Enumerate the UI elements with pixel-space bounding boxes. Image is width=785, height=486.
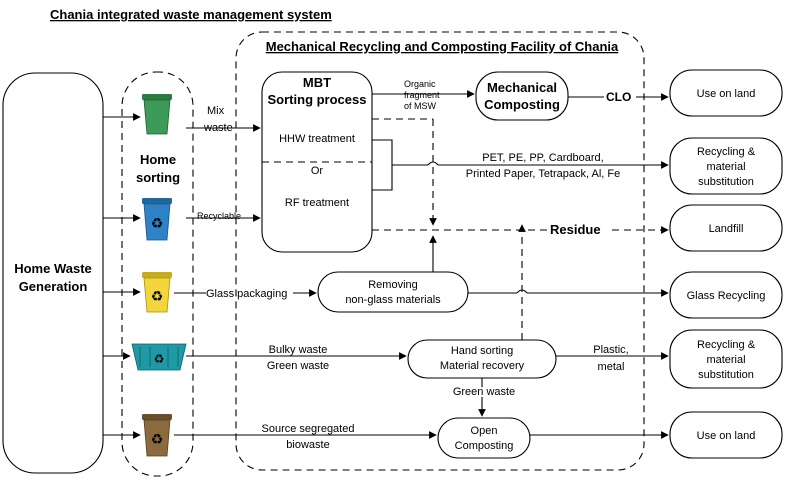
facility-boundary [235,31,645,471]
svg-text:♻: ♻ [154,352,165,366]
mix-waste-label-line1: Mix [207,105,225,117]
glass-recycling-label: Glass Recycling [687,290,766,302]
home-waste-generation-box [2,72,104,474]
mechanical-composting-box [475,71,569,121]
use-on-land-label-1: Use on land [697,88,756,100]
use-on-land-box-1 [669,69,783,117]
recycling-box-1 [669,137,783,195]
recycling-box-2 [669,329,783,389]
removing-non-glass-line2: non-glass materials [345,294,441,306]
teal-skip-container-icon: ♻ [131,343,187,371]
mbt-title-line1: MBT [303,75,331,90]
recycling-1-line1: Recycling & [697,146,756,158]
residue-label: Residue [550,222,601,237]
mechanical-composting-line2: Composting [484,97,560,112]
mbt-title-line2: Sorting process [268,92,367,107]
removing-non-glass-line1: Removing [368,279,418,291]
recycling-1-line2: material [706,161,745,173]
recyclable-label: Recyclable [197,211,241,221]
use-on-land-label-2: Use on land [697,430,756,442]
use-on-land-box-2 [669,411,783,459]
recycling-2-line2: material [706,354,745,366]
landfill-label: Landfill [709,223,744,235]
home-sorting-label-line2: sorting [136,170,180,185]
home-waste-label-line2: Generation [19,279,88,294]
metal-label: metal [598,361,625,373]
organic-fragment-line1: Organic [404,79,436,89]
green-waste-input-label: Green waste [267,360,329,372]
plastic-label: Plastic, [593,344,628,356]
mix-waste-label-line2: waste [203,122,233,134]
open-composting-line2: Composting [455,440,514,452]
rf-treatment-label: RF treatment [285,197,349,209]
materials-line2: Printed Paper, Tetrapack, Al, Fe [466,168,621,180]
bulky-waste-label: Bulky waste [269,344,328,356]
hand-sorting-line1: Hand sorting [451,345,513,357]
recycling-2-line3: substitution [698,369,754,381]
open-composting-box [437,417,531,459]
clo-label: CLO [606,90,631,104]
removing-non-glass-box [317,271,469,313]
home-sorting-label-line1: Home [140,152,176,167]
hhw-treatment-label: HHW treatment [279,133,355,145]
svg-text:♻: ♻ [151,431,164,447]
svg-text:♻: ♻ [151,215,164,231]
recycling-1-line3: substitution [698,176,754,188]
mechanical-composting-line1: Mechanical [487,80,557,95]
materials-line1: PET, PE, PP, Cardboard, [482,152,603,164]
glass-recycling-box [669,271,783,319]
blue-recycling-bin-icon: ♻ [142,198,172,241]
green-waste-down-label: Green waste [453,386,515,398]
source-biowaste-line2: biowaste [286,439,329,451]
svg-text:♻: ♻ [151,288,164,304]
green-bin-icon [142,94,172,135]
organic-fragment-line2: fragment [404,90,440,100]
facility-title: Mechanical Recycling and Composting Faci… [266,39,619,54]
mbt-or-label: Or [311,165,324,177]
recycling-2-line1: Recycling & [697,339,756,351]
home-sorting-boundary [121,71,194,477]
organic-fragment-line3: of MSW [404,101,437,111]
brown-organic-bin-icon: ♻ [142,414,172,457]
diagram-title: Chania integrated waste management syste… [50,7,332,22]
glass-packaging-label: Glass packaging [206,288,287,300]
source-biowaste-line1: Source segregated [262,423,355,435]
home-waste-label-line1: Home Waste [14,261,92,276]
hand-sorting-line2: Material recovery [440,360,525,372]
open-composting-line1: Open [471,425,498,437]
landfill-box [669,204,783,252]
yellow-recycling-bin-icon: ♻ [142,272,172,313]
